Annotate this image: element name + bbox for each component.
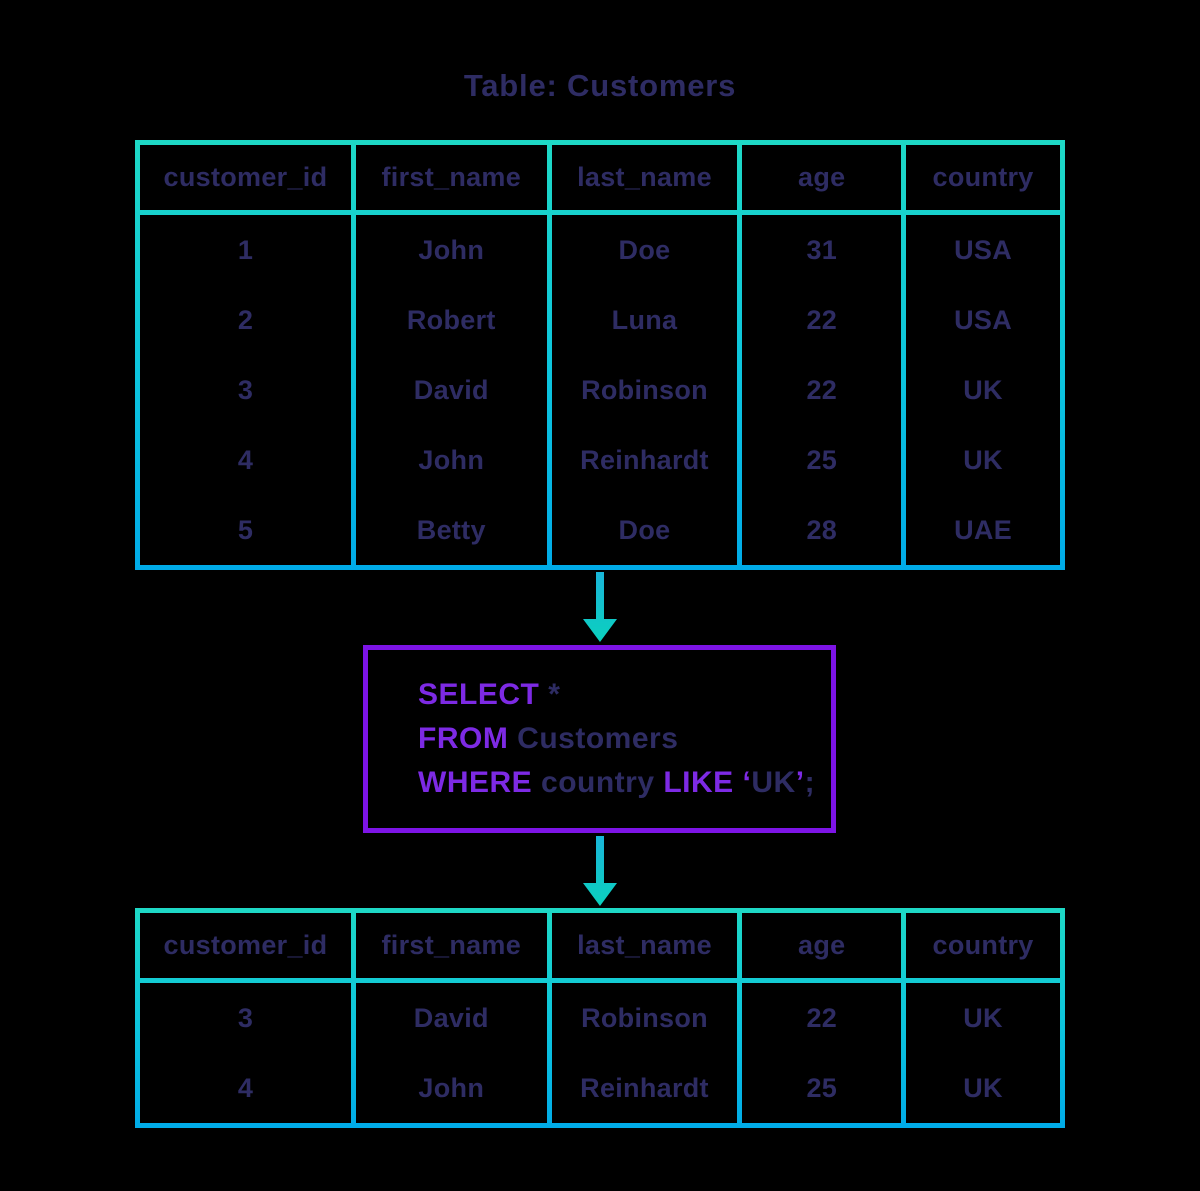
column-header-age: age (742, 145, 902, 210)
table-cell: 22 (806, 304, 838, 335)
column-cells-country: USA USA UK UK UAE (906, 215, 1060, 565)
table-cell: 1 (237, 234, 254, 265)
sql-text (734, 766, 743, 800)
sql-text: Customers (508, 722, 679, 755)
table-cell: UAE (954, 514, 1012, 545)
column-header-country: country (906, 145, 1060, 210)
table-cell: Robinson (581, 1002, 708, 1033)
table-cell: David (413, 374, 489, 405)
column-cells-age: 22 25 (742, 983, 902, 1123)
source-table-title: Table: Customers (463, 68, 737, 103)
table-cell: UK (963, 1072, 1003, 1103)
table-cell: USA (954, 234, 1012, 265)
sql-text: UK (751, 766, 796, 799)
table-cell: 3 (237, 374, 254, 405)
table-cell: Betty (416, 514, 486, 545)
table-cell: Reinhardt (580, 1072, 709, 1103)
table-cell: Luna (611, 304, 678, 335)
column-header-customer_id: customer_id (140, 913, 351, 978)
table-cell: 22 (806, 1002, 838, 1033)
sql-keyword: WHERE (418, 766, 533, 799)
table-cell: 25 (806, 444, 838, 475)
sql-query-line: WHERE country LIKE ‘UK’; (418, 761, 831, 805)
sql-query-line: FROM Customers (418, 717, 831, 761)
table-cell: UK (963, 444, 1003, 475)
table-cell: Robinson (581, 374, 708, 405)
table-cell: John (418, 1072, 485, 1103)
column-header-first_name: first_name (355, 145, 547, 210)
sql-keyword: SELECT (418, 678, 540, 711)
table-cell: Doe (618, 514, 671, 545)
table-cell: John (418, 234, 485, 265)
table-cell: David (413, 1002, 489, 1033)
arrow-down-icon (582, 836, 618, 906)
table-cell: 2 (237, 304, 254, 335)
sql-query-line: SELECT * (418, 673, 831, 717)
sql-text: ; (804, 766, 816, 799)
sql-keyword: ’ (795, 766, 805, 799)
table-cell: 4 (237, 444, 254, 475)
table-cell: 3 (237, 1002, 254, 1033)
sql-keyword: ‘ (742, 766, 752, 799)
sql-text: * (539, 678, 561, 711)
column-header-first_name: first_name (355, 913, 547, 978)
sql-text: country (532, 766, 664, 799)
table-cell: UK (963, 374, 1003, 405)
column-header-customer_id: customer_id (140, 145, 351, 210)
arrow-down-icon (582, 572, 618, 642)
table-cell: Doe (618, 234, 671, 265)
table-cell: Robert (406, 304, 496, 335)
table-cell: Reinhardt (580, 444, 709, 475)
table-cell: 5 (237, 514, 254, 545)
table-cell: 31 (806, 234, 838, 265)
column-header-country: country (906, 913, 1060, 978)
table-cell: UK (963, 1002, 1003, 1033)
sql-keyword: LIKE (663, 766, 734, 799)
table-cell: USA (954, 304, 1012, 335)
table-cell: 28 (806, 514, 838, 545)
sql-keyword: FROM (418, 722, 509, 755)
column-header-last_name: last_name (551, 145, 738, 210)
table-cell: 25 (806, 1072, 838, 1103)
column-cells-customer_id: 1 2 3 4 5 (140, 215, 351, 565)
table-cell: 4 (237, 1072, 254, 1103)
table-cell: 22 (806, 374, 838, 405)
column-header-last_name: last_name (551, 913, 738, 978)
column-cells-age: 31 22 22 25 28 (742, 215, 902, 565)
column-cells-country: UK UK (906, 983, 1060, 1123)
column-header-age: age (742, 913, 902, 978)
table-cell: John (418, 444, 485, 475)
